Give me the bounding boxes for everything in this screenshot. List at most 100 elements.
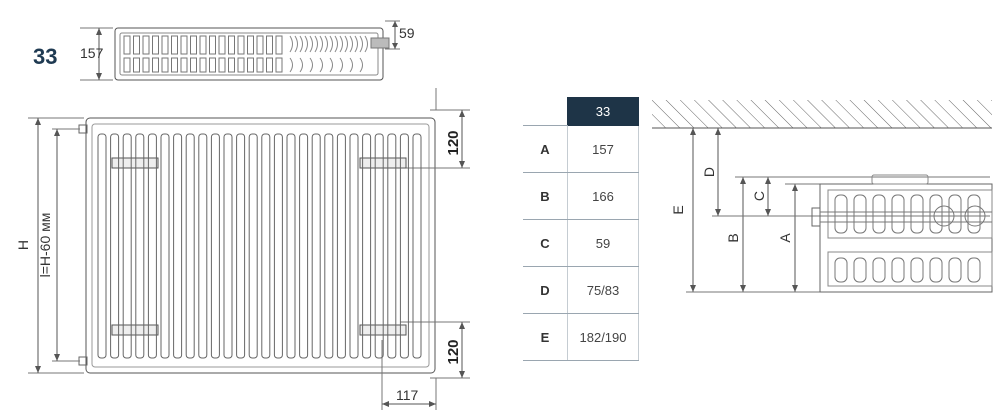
front-fin [223,133,233,359]
side-fin [834,257,848,283]
top-fin [218,35,226,55]
top-fin [161,35,169,55]
top-fin [209,57,216,73]
top-fin [218,57,226,73]
front-fin [147,133,157,359]
front-fin [261,133,271,359]
top-fin [209,35,216,55]
front-fin [210,133,220,359]
top-convector-wave [319,57,323,73]
side-fin [834,194,848,234]
dimensions-table: 33 A 157 B 166 C 59 D 75/83 E 182/190 [523,97,639,361]
top-convector-wave [359,35,368,53]
table-header-row: 33 [523,97,639,126]
top-fin [190,57,197,73]
top-convector-wave [289,57,293,73]
row-label: D [523,266,568,314]
top-depth-label: 157 [80,45,104,61]
side-fin [948,194,962,234]
top-fin [133,57,140,73]
top-convector-wave [299,57,303,73]
top-fin [275,35,283,55]
top-fin [247,35,254,55]
front-fin [311,133,321,359]
top-convector-wave [349,35,358,53]
front-fin [336,133,346,359]
top-fin [237,57,245,73]
side-fin [872,257,886,283]
front-fin [97,133,107,359]
row-label: E [523,313,568,361]
top-fin [142,35,150,55]
front-fin [160,133,170,359]
row-value: 166 [567,172,639,220]
top-fin [123,35,131,55]
side-fin [891,194,905,234]
top-view-fins [123,35,368,73]
top-fin [171,35,178,55]
side-fin [853,257,867,283]
top-fin [247,57,254,73]
row-value: 157 [567,125,639,173]
side-label-a: A [777,233,793,243]
side-fin [967,194,981,234]
side-fin [891,257,905,283]
table-row: B 166 [523,172,639,220]
table-row: C 59 [523,219,639,267]
row-label: A [523,125,568,173]
top-convector-wave [319,35,328,53]
top-fin [180,35,188,55]
side-fin [929,257,943,283]
top-fin [190,35,197,55]
table-row: E 182/190 [523,313,639,361]
table-row: A 157 [523,125,639,173]
top-convector-wave [329,57,333,73]
side-label-c: C [751,191,767,201]
centre-distance-label: l=H-60 мм [37,213,53,278]
front-fin [173,133,183,359]
front-fin [412,133,422,359]
top-offset-label: 120 [445,130,462,155]
top-convector-wave [329,35,338,53]
top-convector-wave [359,57,363,73]
front-fin [399,133,409,359]
side-label-b: B [725,233,741,242]
top-fin [142,57,150,73]
front-fin [374,133,384,359]
front-fin [135,133,145,359]
front-fin [122,133,132,359]
row-value: 75/83 [567,266,639,314]
table-row: D 75/83 [523,266,639,314]
top-fin [237,35,245,55]
front-fin [185,133,195,359]
side-fin [948,257,962,283]
top-fin [199,35,207,55]
side-label-d: D [701,167,717,177]
top-convector-wave [339,35,348,53]
top-fin [152,35,159,55]
top-fin [133,35,140,55]
top-fin [266,57,273,73]
top-fin [228,35,235,55]
side-fin [967,257,981,283]
front-fin [273,133,283,359]
side-view-fins [834,194,981,283]
top-fin [180,57,188,73]
top-fin [123,57,131,73]
front-fin [362,133,372,359]
side-label-e: E [670,205,686,214]
row-label: C [523,219,568,267]
side-fin [929,194,943,234]
top-view [80,20,400,81]
top-fin [228,57,235,73]
side-offset-label: 117 [396,387,419,403]
front-fin [299,133,309,359]
top-convector-wave [309,35,318,53]
top-fin [256,35,264,55]
top-fin [256,57,264,73]
top-convector-wave [289,35,298,53]
side-fin [910,257,924,283]
row-label: B [523,172,568,220]
front-fin [248,133,258,359]
front-fin [349,133,359,359]
